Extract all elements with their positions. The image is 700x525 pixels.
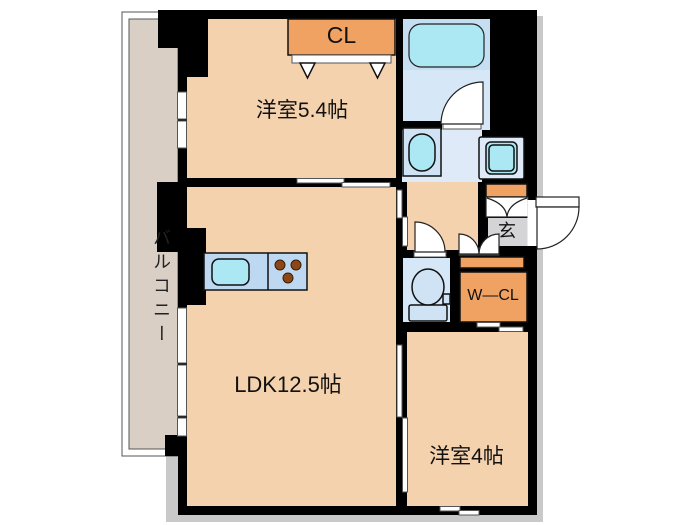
closet-box: [287, 18, 396, 56]
entrance-door-leaf: [535, 196, 580, 208]
toilet-tank: [408, 304, 448, 322]
wall-kitchen-chase: [178, 228, 206, 305]
entrance-closet-bifold: [486, 197, 528, 218]
ldk-hall-door-b: [402, 216, 408, 247]
washing-machine-lid: [488, 144, 515, 172]
shoe-cabinet: [485, 183, 528, 198]
kitchen-sink: [211, 258, 250, 286]
toilet-door-swing: [414, 221, 446, 253]
sliding-door-bedroom1-b: [341, 182, 391, 188]
window-bedroom2-b: [458, 510, 480, 516]
wcl-door-b: [498, 326, 524, 332]
ldk-bedroom2-door-b: [402, 417, 408, 493]
window-bedroom1-b: [177, 120, 187, 149]
wall-corner-step: [178, 38, 208, 77]
window-bedroom1-a: [177, 91, 187, 120]
toilet-handle: [442, 293, 451, 305]
wcl-door-a: [476, 322, 501, 328]
entrance-door-swing: [536, 206, 580, 250]
ldk-hall-door-a: [396, 189, 403, 219]
stove-burner-2: [290, 259, 302, 271]
ldk-floor: [187, 187, 396, 506]
window-ldk-b: [177, 364, 187, 417]
closet-door-track: [291, 54, 392, 64]
hall-storage-door-right: [478, 233, 500, 255]
wash-basin-bowl: [408, 133, 436, 172]
openings: [177, 54, 580, 516]
hall-storage: [459, 256, 525, 269]
wall-overlays: [157, 10, 442, 456]
stove-burner-1: [274, 259, 286, 271]
entrance-doorway: [527, 200, 537, 246]
window-ldk-a: [177, 307, 187, 364]
bathroom-door-swing: [440, 81, 484, 125]
wall-bath-washroom: [396, 121, 442, 130]
window-bedroom2-a: [439, 506, 461, 512]
fixtures: [203, 23, 525, 322]
closet-door-fold-left: [298, 62, 317, 80]
stove-burner-3: [282, 272, 294, 284]
sliding-door-bedroom1-a: [296, 178, 345, 184]
wall-notch-bottom: [165, 435, 187, 456]
washing-machine: [485, 141, 518, 175]
bathtub: [408, 23, 485, 68]
bedroom2-floor: [407, 332, 528, 506]
room-fills: [187, 18, 528, 506]
walk-in-closet-box: [459, 271, 528, 323]
closet-door-fold-right: [368, 62, 387, 80]
toilet-bowl: [411, 268, 445, 306]
window-ldk-c: [177, 417, 187, 437]
ldk-bedroom2-door-a: [396, 344, 403, 418]
